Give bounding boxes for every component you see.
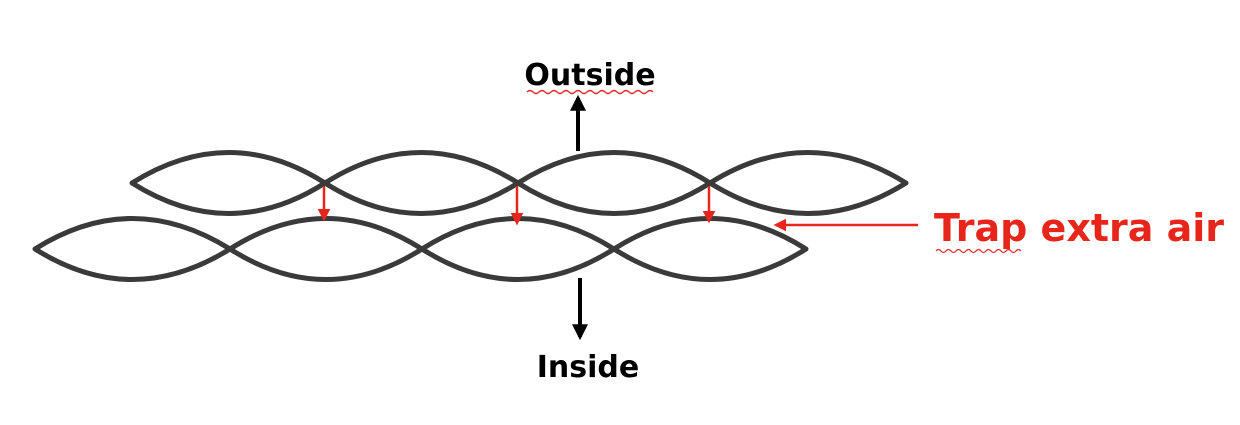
lens-shape	[322, 150, 521, 216]
outside-label: Outside	[524, 58, 655, 93]
lens-shape	[419, 216, 617, 282]
lens-shape	[707, 150, 909, 216]
lens-shape	[611, 216, 809, 282]
red-down-arrows	[317, 186, 716, 226]
lens-shape	[515, 150, 713, 216]
upper-lens-row	[129, 150, 909, 216]
inside-label: Inside	[537, 350, 639, 385]
trap-extra-air-label: Trap extra air	[934, 206, 1224, 250]
lens-shape	[227, 216, 425, 282]
lens-shape	[129, 150, 328, 216]
lower-lens-row	[32, 216, 809, 282]
spellcheck-underline	[935, 248, 1022, 254]
spellcheck-underline	[526, 89, 654, 95]
lens-shape	[32, 216, 233, 282]
